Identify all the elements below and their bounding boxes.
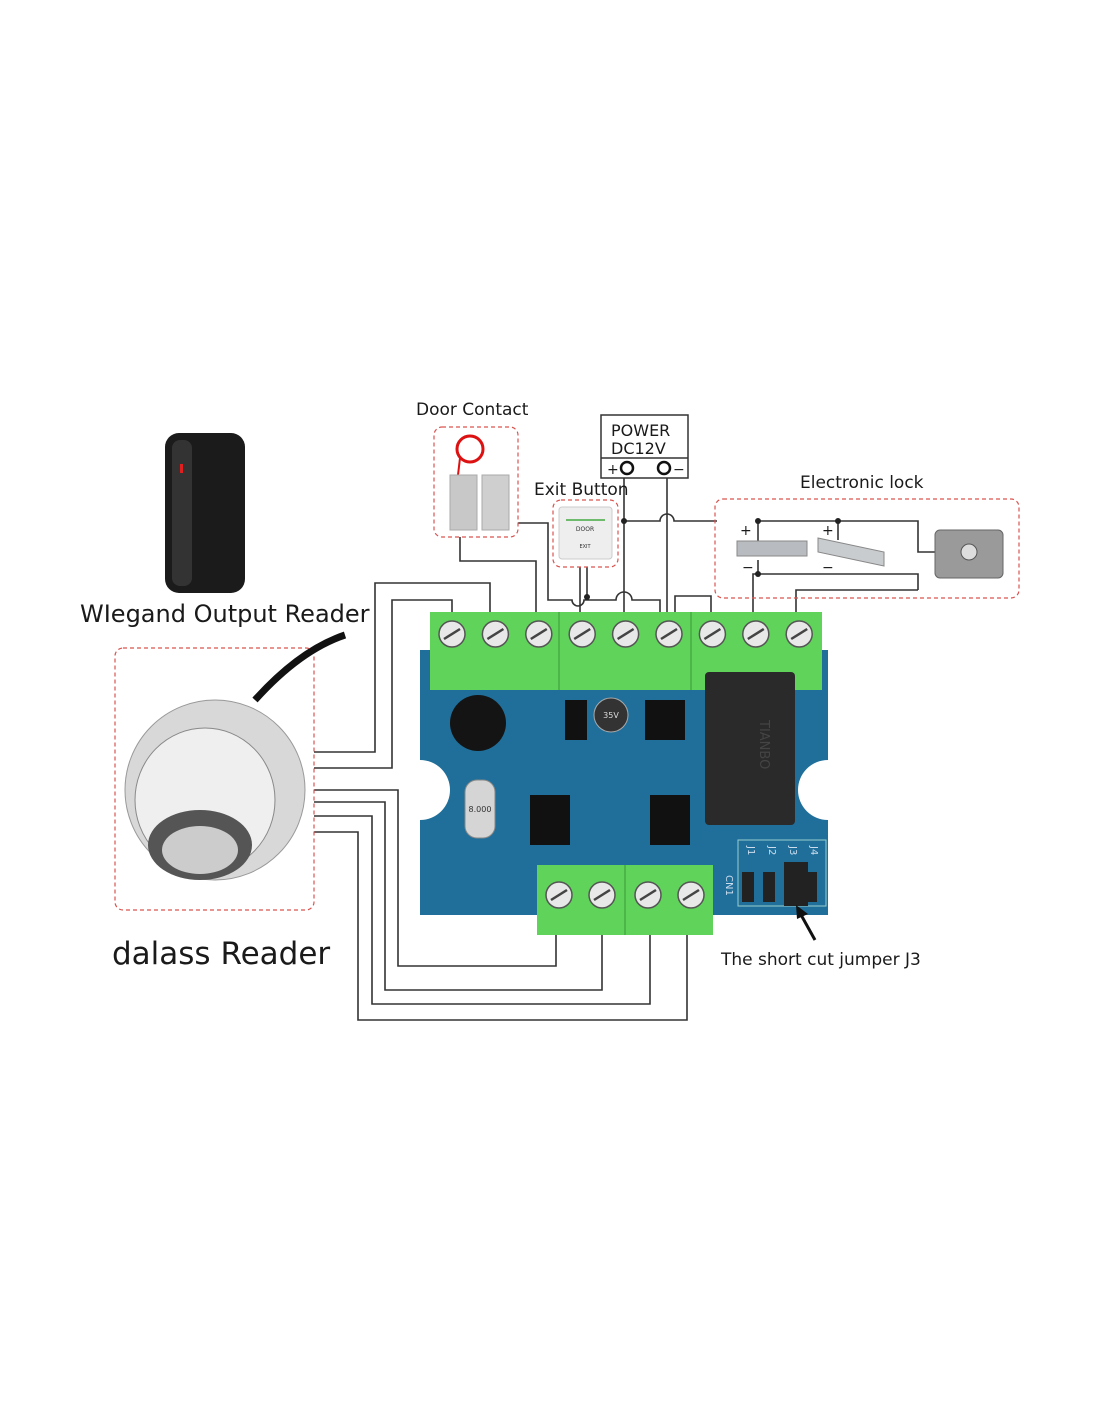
exit-button-device: DOOR EXIT [558, 506, 613, 560]
controller-board: 8.000 35V TIANBO J1 J2 J3 J4 CN1 [420, 612, 828, 935]
capacitor [593, 697, 629, 733]
jumper-label: J1 [745, 845, 756, 855]
jumper-label: J2 [766, 845, 777, 855]
screw-slot [682, 888, 700, 902]
lock-plus: + [740, 523, 752, 539]
exit-face-bottom: EXIT [579, 544, 591, 550]
screw-slot [703, 627, 722, 641]
jumper-pins[interactable] [742, 872, 754, 902]
buzzer [450, 695, 506, 751]
chip [530, 795, 570, 845]
screw-slot [593, 888, 611, 902]
lock-minus-2: − [822, 560, 834, 576]
dallas-reader-label: dalass Reader [112, 936, 330, 972]
screw-icon [656, 460, 672, 476]
lock-minus: − [742, 560, 754, 576]
electronic-lock-label: Electronic lock [800, 473, 924, 493]
screw-slot [790, 627, 808, 641]
jumper-pins[interactable] [763, 872, 775, 902]
led-indicator [180, 464, 183, 473]
dallas-reader-box [114, 647, 315, 911]
screw-slot [443, 627, 461, 641]
screw-slot [486, 627, 505, 641]
regulator [645, 700, 685, 740]
screw-slot [573, 627, 591, 641]
crystal-label: 8.000 [469, 805, 492, 814]
wiegand-reader-label: WIegand Output Reader [80, 600, 370, 628]
wiegand-reader [165, 433, 245, 593]
bolt-lock [736, 540, 808, 557]
jumper-note: The short cut jumper J3 [720, 950, 921, 970]
door-contact-label: Door Contact [416, 400, 529, 420]
screw-slot [616, 627, 635, 641]
power-supply-box: POWER DC12V + − [600, 414, 689, 479]
jumper-j3-cap [784, 862, 808, 906]
screw-slot [530, 627, 548, 641]
screw-slot [550, 888, 568, 902]
jumper-label: J4 [808, 845, 819, 855]
relay [705, 672, 795, 825]
relay-brand: TIANBO [756, 719, 771, 769]
power-voltage: DC12V [611, 439, 666, 458]
screw-slot [747, 627, 765, 641]
lock-plus-2: + [822, 523, 834, 539]
wires [314, 466, 935, 1021]
dallas-reader-device [124, 631, 347, 881]
screw-icon [619, 460, 635, 476]
door-contact-box [433, 426, 519, 538]
power-minus: − [673, 462, 685, 478]
jumper-label: J3 [787, 845, 798, 855]
exit-button-box [552, 499, 619, 568]
exit-face-top: DOOR [576, 526, 594, 533]
electronic-lock-box [714, 498, 1020, 599]
lock-devices: + − + − [736, 523, 1004, 579]
exit-button-label: Exit Button [534, 480, 629, 500]
door-contact-sensor [449, 434, 510, 531]
power-label: POWER [611, 421, 670, 440]
capacitor-label: 35V [603, 711, 619, 720]
power-plus: + [607, 462, 619, 478]
magnetic-lock [817, 537, 885, 567]
connector-label: CN1 [723, 875, 734, 896]
screw-slot [639, 888, 657, 902]
screw-slot [660, 627, 678, 641]
arrow-icon [796, 905, 817, 941]
crystal [464, 779, 496, 839]
